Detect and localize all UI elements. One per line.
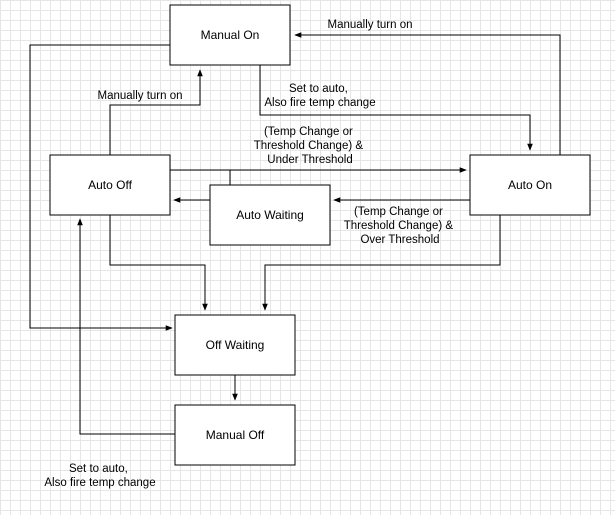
state-auto-on: Auto On bbox=[469, 154, 591, 216]
edge-label-line: Set to auto, bbox=[289, 83, 348, 95]
state-auto-off: Auto Off bbox=[49, 154, 171, 216]
edge-label-line: Threshold Change) & bbox=[254, 140, 364, 152]
edges bbox=[29, 32, 561, 435]
edge-label-line: Under Threshold bbox=[267, 154, 352, 166]
edge-manual-on-to-off-waiting bbox=[29, 44, 173, 331]
state-label: Auto Off bbox=[88, 178, 132, 192]
edge-label-auto-on-to-auto-off: (Temp Change or Threshold Change) & Over… bbox=[344, 206, 457, 246]
edge-manual-on-to-auto-on bbox=[259, 65, 533, 151]
edge-label-line: Over Threshold bbox=[360, 234, 439, 246]
state-manual-on: Manual On bbox=[169, 4, 291, 66]
edge-auto-off-to-manual-on bbox=[109, 69, 203, 155]
state-manual-off: Manual Off bbox=[174, 404, 296, 466]
edge-label-auto-off-to-auto-on: (Temp Change or Threshold Change) & Unde… bbox=[254, 126, 367, 166]
state-label: Manual Off bbox=[206, 428, 265, 442]
edge-label-auto-off-to-manual-on: Manually turn on bbox=[97, 90, 182, 102]
edge-label-line: Threshold Change) & bbox=[344, 220, 454, 232]
edge-label-line: Set to auto, bbox=[69, 463, 128, 475]
edge-auto-off-to-off-waiting bbox=[109, 215, 208, 311]
state-label: Off Waiting bbox=[206, 338, 265, 352]
edge-auto-on-to-manual-on bbox=[294, 32, 561, 155]
edge-manual-off-to-auto-off bbox=[77, 218, 175, 435]
state-auto-waiting: Auto Waiting bbox=[209, 184, 331, 246]
state-label: Auto On bbox=[508, 178, 552, 192]
edge-auto-on-to-off-waiting bbox=[262, 215, 501, 311]
state-off-waiting: Off Waiting bbox=[174, 314, 296, 376]
edge-label-line: Also fire temp change bbox=[44, 477, 155, 489]
edge-labels: Manually turn on Manually turn on Set to… bbox=[44, 19, 457, 489]
edge-label-manual-on-to-auto-on: Set to auto, Also fire temp change bbox=[264, 83, 375, 109]
edge-label-manual-off-to-auto-off: Set to auto, Also fire temp change bbox=[44, 463, 155, 489]
edge-label-line: (Temp Change or bbox=[354, 206, 443, 218]
edge-label-line: Also fire temp change bbox=[264, 97, 375, 109]
state-label: Manual On bbox=[201, 28, 260, 42]
state-label: Auto Waiting bbox=[236, 208, 304, 222]
edge-label-auto-on-to-manual-on: Manually turn on bbox=[327, 19, 412, 31]
edge-label-line: (Temp Change or bbox=[264, 126, 353, 138]
